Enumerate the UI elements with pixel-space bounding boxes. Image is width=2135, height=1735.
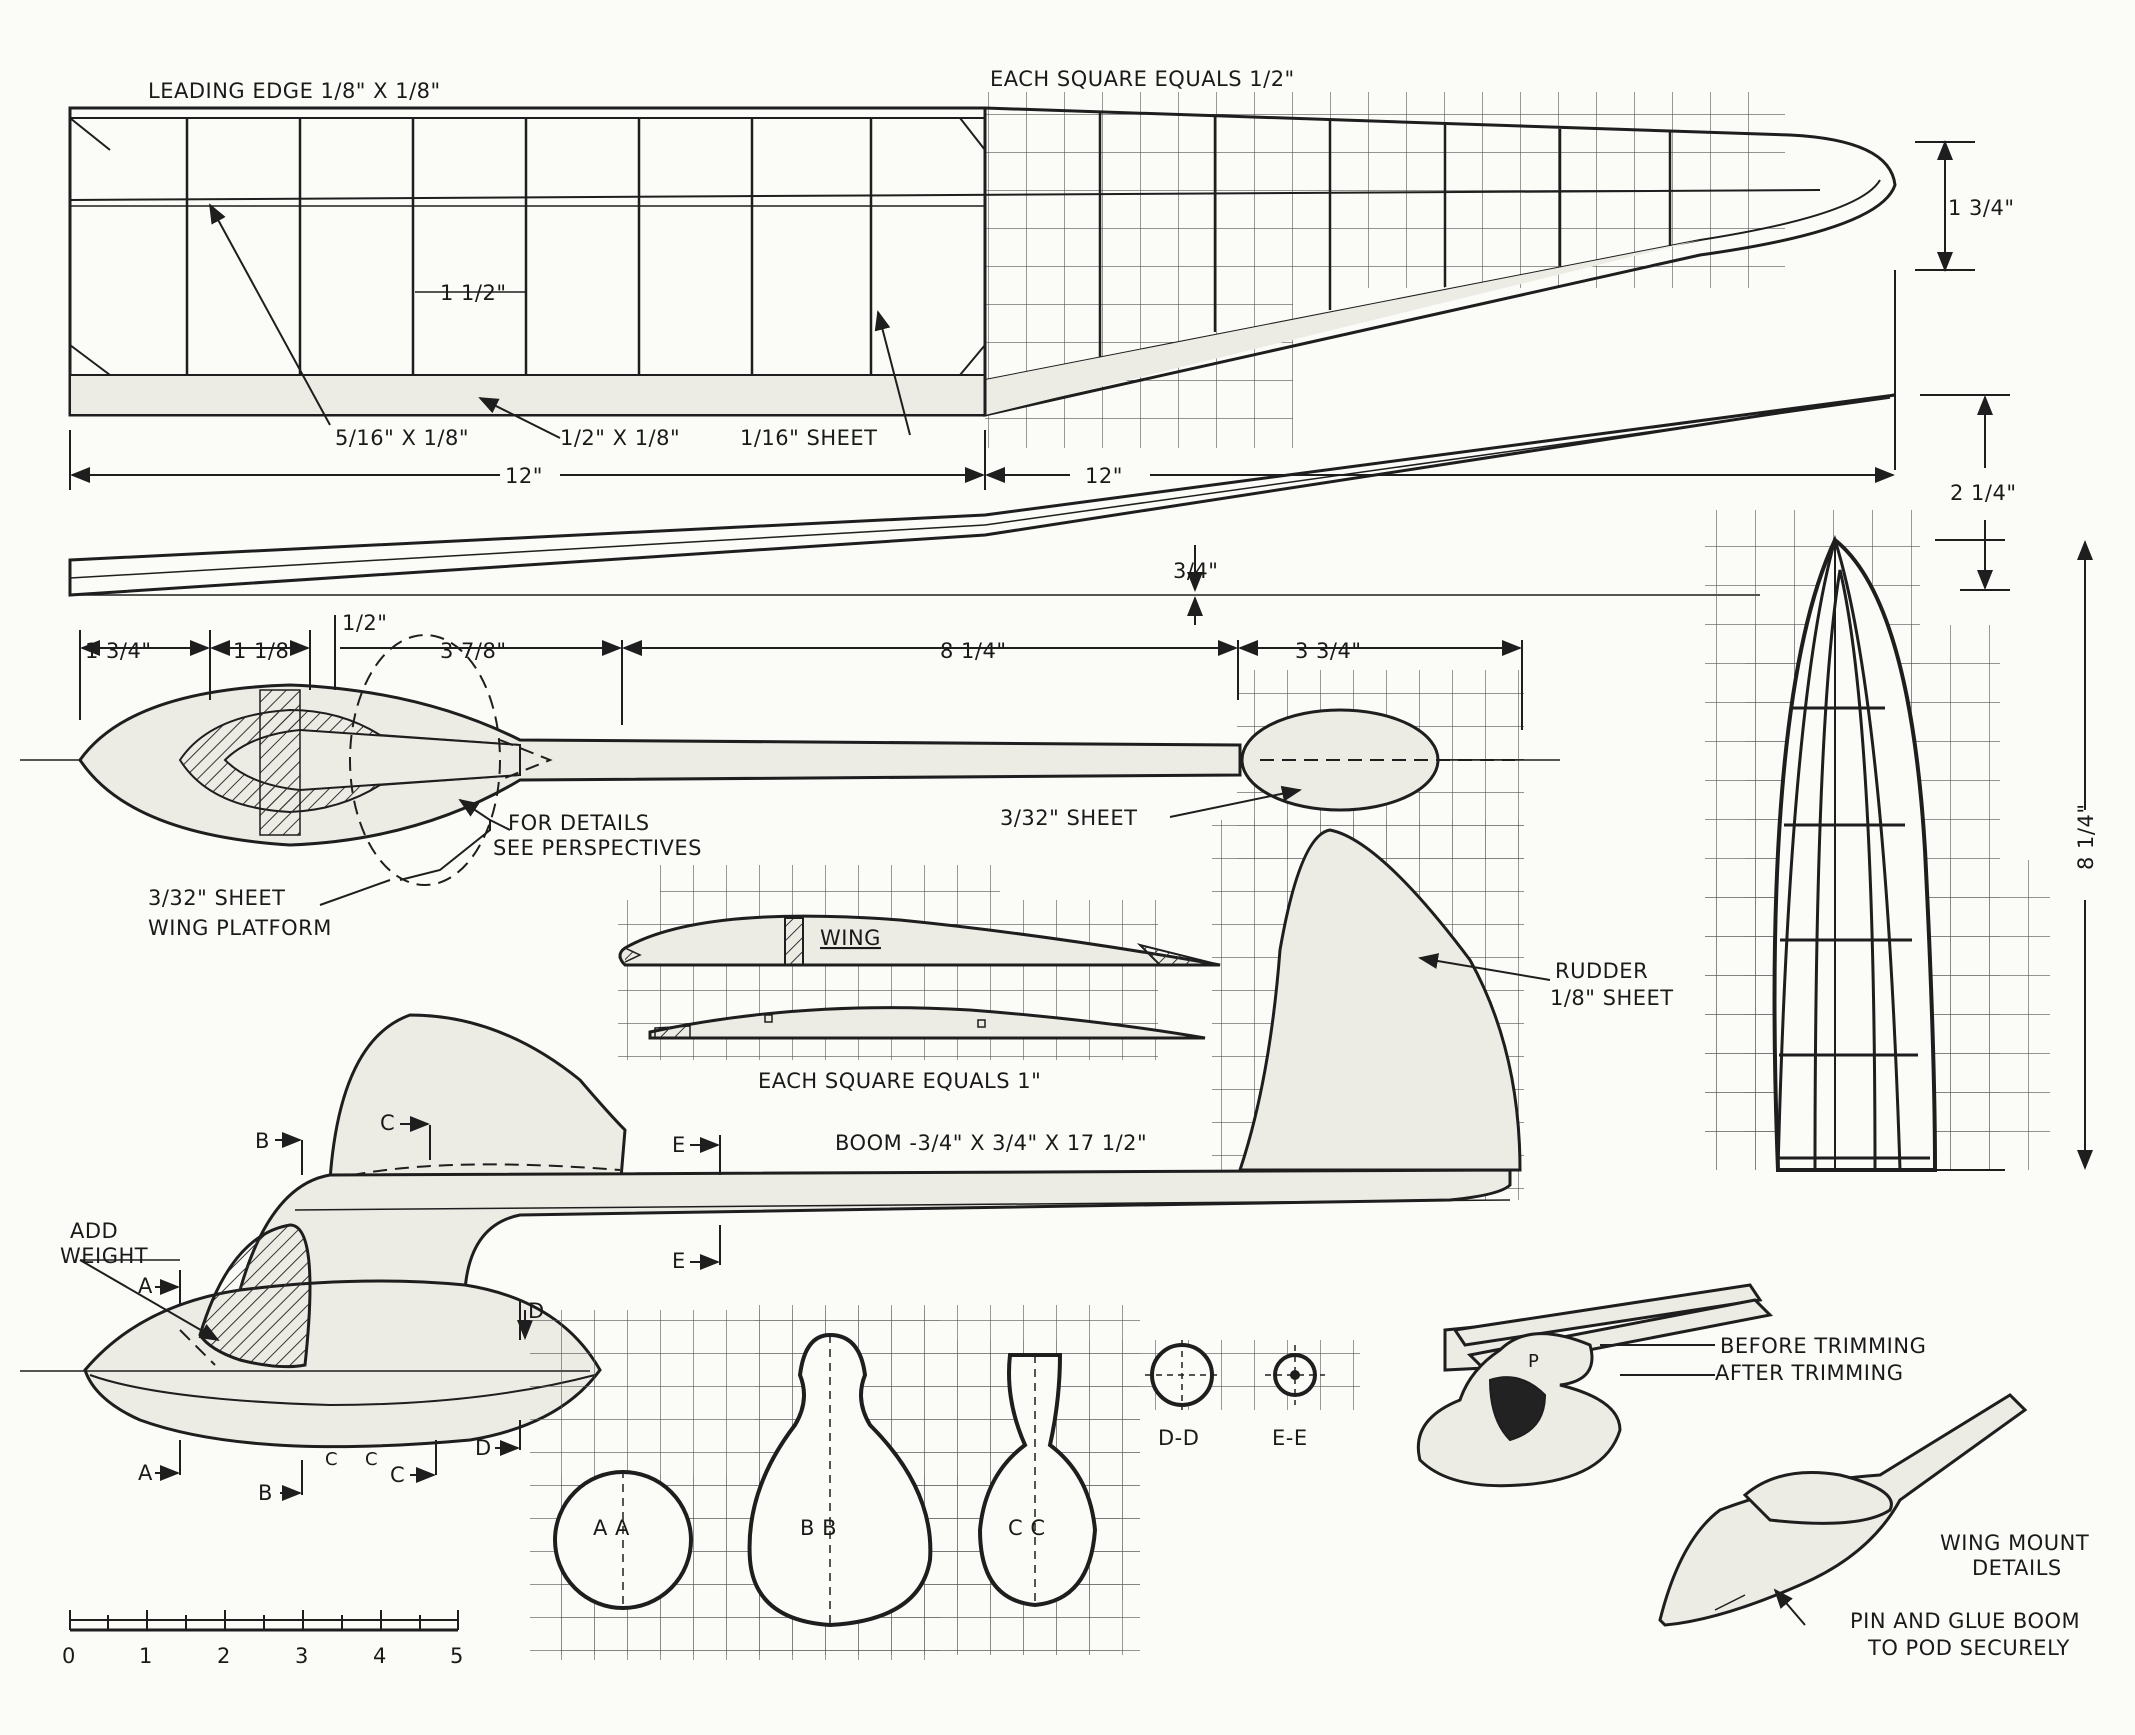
marker-e-top: E: [672, 1133, 686, 1157]
rudder-sheet-label: 1/8" SHEET: [1550, 986, 1674, 1010]
dim-8-1-4: 8 1/4": [940, 639, 1007, 663]
scale-tick-3: 3: [295, 1644, 309, 1668]
marker-c-top: C: [380, 1111, 395, 1135]
wing-platform-label: WING PLATFORM: [148, 916, 332, 940]
stab-ribs: [1778, 706, 1930, 1160]
wing-sections: [618, 865, 1221, 1060]
scale-tick-1: 1: [139, 1644, 153, 1668]
dim-3-3-4: 3 3/4": [1295, 639, 1362, 663]
perspective-details: [1416, 1283, 2028, 1627]
boom-label: BOOM -3/4" X 3/4" X 17 1/2": [835, 1131, 1147, 1155]
sheet-116-label: 1/16" SHEET: [740, 426, 877, 450]
trailing-edge-sheet: [69, 374, 986, 416]
section-aa-label: A A: [593, 1516, 630, 1540]
wing-front-view: [68, 393, 2010, 625]
rudder-view: [1212, 820, 1551, 1200]
marker-a-bottom: A: [138, 1461, 153, 1485]
scale-tick-4: 4: [373, 1644, 387, 1668]
wing-ribs-left: [185, 118, 873, 375]
rib-spacing-label: 1 1/2": [440, 281, 507, 305]
stab-height-label: 8 1/4": [2074, 804, 2098, 871]
scale-tick-5: 5: [450, 1644, 464, 1668]
section-bb: [747, 1332, 933, 1628]
marker-d-bottom: D: [475, 1436, 492, 1460]
to-pod-label: TO POD SECURELY: [1867, 1636, 2070, 1660]
pod-side: [83, 1279, 602, 1449]
marker-b-bottom: B: [258, 1481, 273, 1505]
for-details-label: FOR DETAILS: [508, 811, 650, 835]
marker-c-small-2: C: [365, 1449, 378, 1470]
details-label: DETAILS: [1972, 1556, 2062, 1580]
marker-a-top: A: [138, 1274, 153, 1298]
tip-height-label: 1 3/4": [1948, 196, 2015, 220]
rudder-label: RUDDER: [1555, 959, 1648, 983]
rudder-outline: [1237, 828, 1522, 1172]
wing-right-panel: [983, 106, 1897, 417]
leading-edge-label: LEADING EDGE 1/8" X 1/8": [148, 79, 441, 103]
p-mark: P: [1528, 1351, 1539, 1372]
square-scale-1-label: EACH SQUARE EQUALS 1": [758, 1069, 1041, 1093]
marker-d-top: D: [528, 1299, 545, 1323]
dim-1-1-8: 1 1/8": [233, 639, 300, 663]
after-trimming-label: AFTER TRIMMING: [1715, 1361, 1903, 1385]
wing-airfoil: [618, 914, 1221, 967]
scale-tick-0: 0: [62, 1644, 76, 1668]
dim-1-2: 1/2": [342, 611, 387, 635]
cross-sections: [530, 1305, 1360, 1660]
scale-tick-2: 2: [217, 1644, 231, 1668]
before-trimming-label: BEFORE TRIMMING: [1720, 1334, 1926, 1358]
boom-perspective-before: [1452, 1283, 1763, 1347]
dihedral-label: 2 1/4": [1950, 481, 2017, 505]
section-cc-label: C C: [1008, 1516, 1046, 1540]
spar-516-label: 5/16" X 1/8": [335, 426, 469, 450]
marker-c-small-1: C: [325, 1449, 338, 1470]
span-left-label: 12": [505, 464, 543, 488]
marker-b-top: B: [255, 1129, 270, 1153]
wing-section-label: WING: [820, 926, 881, 950]
square-scale-half-label: EACH SQUARE EQUALS 1/2": [990, 67, 1295, 91]
fuselage-side-view: [20, 1013, 1512, 1501]
platform-sheet-label: 3/32" SHEET: [148, 886, 285, 910]
section-dd-label: D-D: [1158, 1426, 1199, 1450]
span-right-label: 12": [1085, 464, 1123, 488]
add-label: ADD: [70, 1219, 118, 1243]
stab-sheet-label: 3/32" SHEET: [1000, 806, 1137, 830]
dim-3-7-8: 3 7/8": [440, 639, 507, 663]
see-perspectives-label: SEE PERSPECTIVES: [493, 836, 702, 860]
wing-mount-label: WING MOUNT: [1940, 1531, 2089, 1555]
section-bb-label: B B: [800, 1516, 837, 1540]
dim-1-3-4: 1 3/4": [85, 639, 152, 663]
marker-e-bottom: E: [672, 1249, 686, 1273]
wing-ribs-right: [1098, 113, 1672, 357]
stab-airfoil: [648, 1006, 1206, 1040]
pin-glue-label: PIN AND GLUE BOOM: [1850, 1609, 2080, 1633]
annotations: LEADING EDGE 1/8" X 1/8" EACH SQUARE EQU…: [60, 67, 2098, 1660]
scale-bar: 0 1 2 3 4 5: [62, 1610, 464, 1668]
center-dihedral-label: 3/4": [1173, 559, 1218, 583]
weight-label: WEIGHT: [60, 1244, 148, 1268]
boom-side: [238, 1168, 1512, 1292]
section-cc: [977, 1353, 1098, 1608]
stabilizer-plan: [1705, 510, 2093, 1172]
marker-c-bottom: C: [390, 1463, 405, 1487]
section-ee-label: E-E: [1272, 1426, 1308, 1450]
wing-left-panel: [68, 106, 987, 417]
wing-plan-view: [68, 92, 1975, 490]
spar-12-label: 1/2" X 1/8": [560, 426, 680, 450]
pod-top-outline: [78, 683, 1242, 847]
